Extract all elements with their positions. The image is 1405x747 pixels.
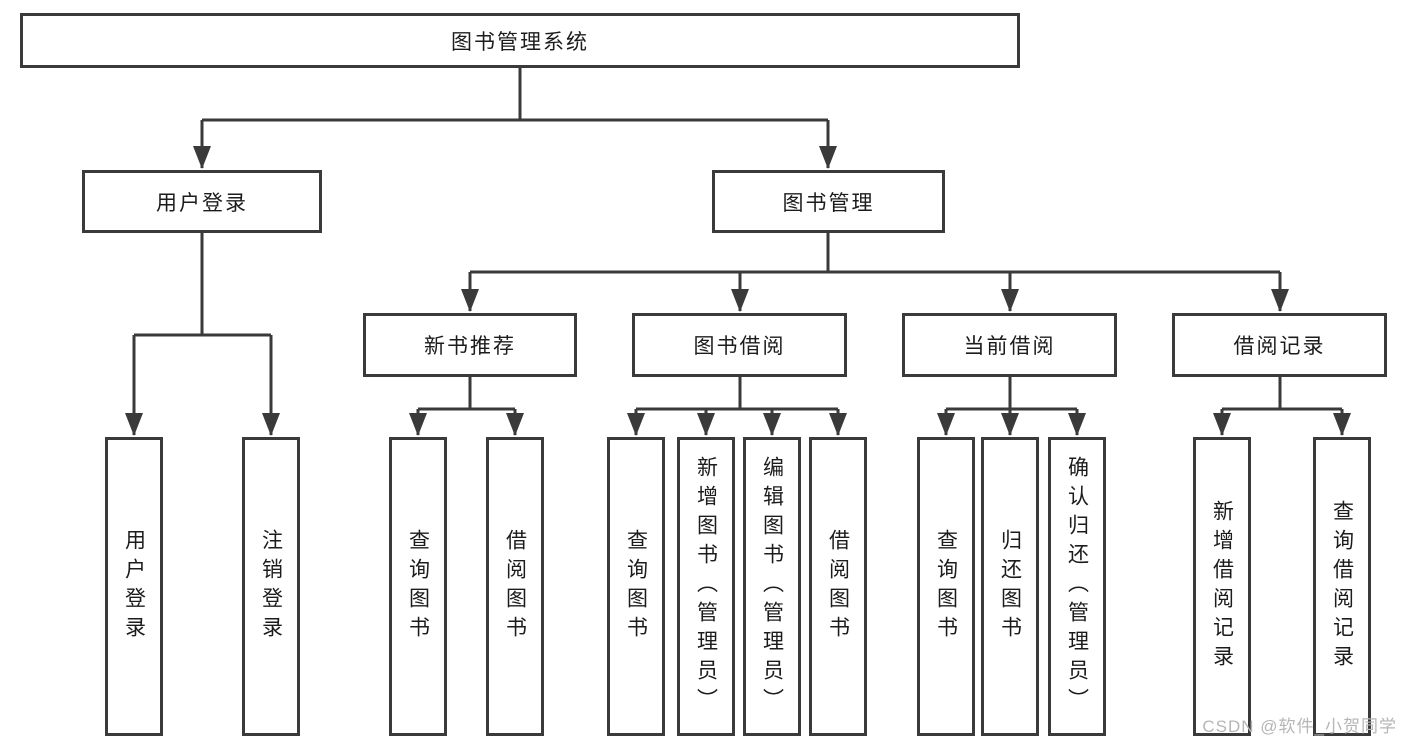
leaf-logout: 注销登录 [242,437,300,736]
leaf-return-books: 归还图书 [981,437,1039,736]
leaf-query-books-1: 查询图书 [389,437,447,736]
node-book-management: 图书管理 [712,170,945,233]
leaf-query-borrow-record: 查询借阅记录 [1313,437,1371,736]
leaf-query-books-3: 查询图书 [917,437,975,736]
node-new-book-recommend: 新书推荐 [363,313,577,377]
node-borrow-records: 借阅记录 [1172,313,1387,377]
leaf-borrow-books-2: 借阅图书 [809,437,867,736]
node-user-login: 用户登录 [82,170,322,233]
leaf-add-books-admin: 新增图书（管理员） [677,437,735,736]
node-book-borrow: 图书借阅 [632,313,847,377]
leaf-borrow-books-1: 借阅图书 [486,437,544,736]
leaf-add-borrow-record: 新增借阅记录 [1193,437,1251,736]
node-current-borrow: 当前借阅 [902,313,1117,377]
leaf-edit-books-admin: 编辑图书（管理员） [743,437,801,736]
leaf-query-books-2: 查询图书 [607,437,665,736]
leaf-user-login: 用户登录 [105,437,163,736]
leaf-confirm-return-admin: 确认归还（管理员） [1048,437,1106,736]
node-library-management-system: 图书管理系统 [20,13,1020,68]
csdn-watermark: CSDN @软件_小贺同学 [1202,717,1397,736]
